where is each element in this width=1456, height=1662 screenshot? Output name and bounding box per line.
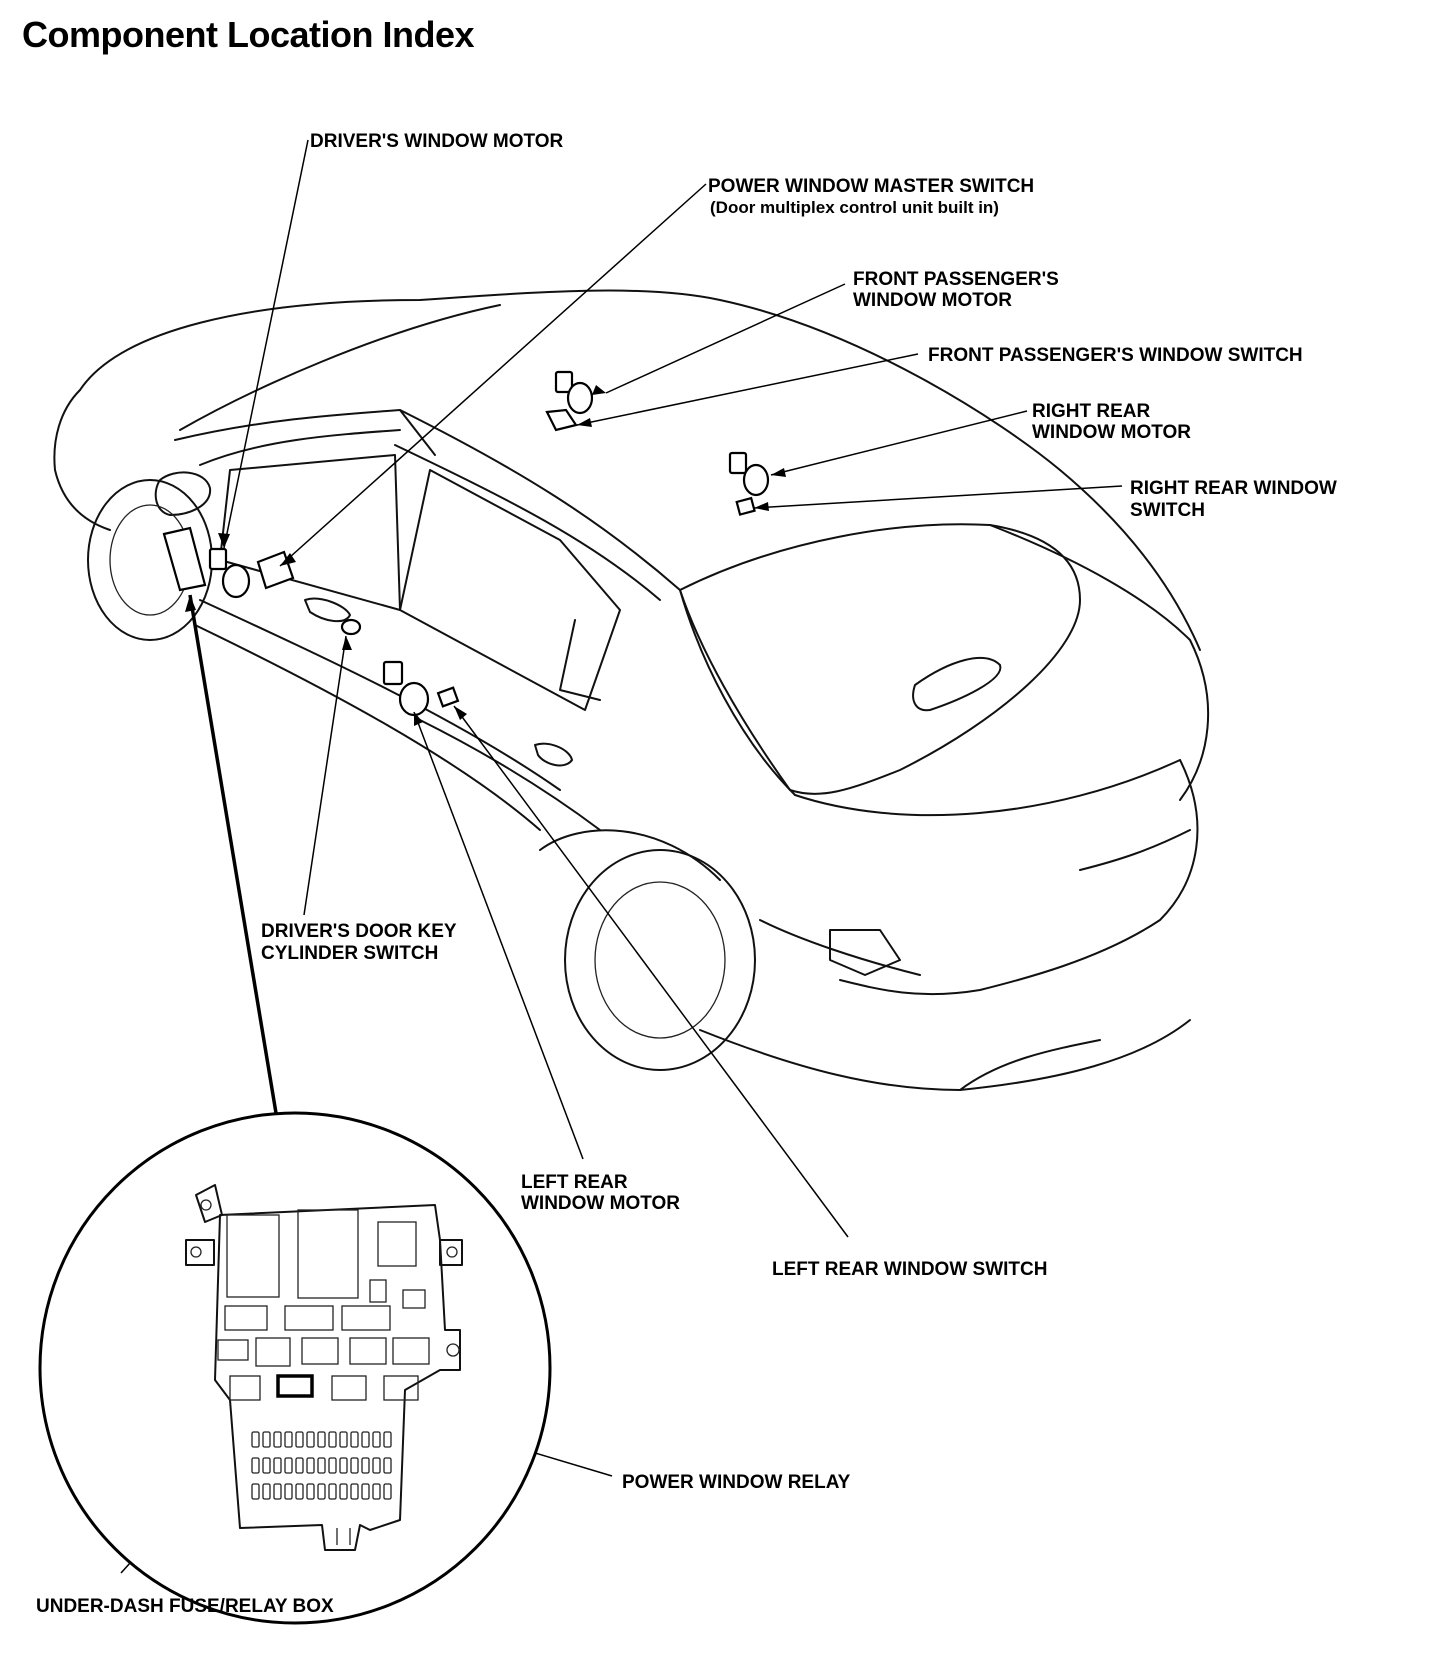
fuse-slot [372,1457,381,1474]
label-left-rear-window-switch: LEFT REAR WINDOW SWITCH [772,1259,1047,1280]
label-front-passenger-window-motor-2: WINDOW MOTOR [853,290,1012,311]
components [162,370,770,717]
fuse-slot [350,1483,359,1500]
fuse-slot [350,1431,359,1448]
fuse-slot [273,1483,282,1500]
labels: DRIVER'S WINDOW MOTOR POWER WINDOW MASTE… [36,131,1337,1617]
fuse-slot [350,1457,359,1474]
fuse-slot [306,1431,315,1448]
fuse-slot [251,1483,260,1500]
fuse-slot [295,1457,304,1474]
front-passenger-window-switch-part [545,408,578,432]
fuse-slot [383,1483,392,1500]
fuse-slot [295,1431,304,1448]
page-title: Component Location Index [22,14,475,55]
front-passenger-window-motor-part [554,370,574,394]
right-rear-window-motor-part [728,451,748,475]
label-power-window-relay: POWER WINDOW RELAY [622,1472,851,1493]
fuse-grid [251,1431,392,1500]
fuse-slot [273,1457,282,1474]
left-rear-window-switch-part [436,686,460,708]
power-window-relay-part [276,1374,314,1398]
label-drivers-window-motor: DRIVER'S WINDOW MOTOR [310,131,564,152]
fuse-slot [383,1431,392,1448]
fuse-slot [251,1431,260,1448]
fuse-slot [383,1457,392,1474]
fuse-slot [361,1431,370,1448]
label-right-rear-window-switch-2: SWITCH [1130,500,1205,521]
fuse-slot [328,1457,337,1474]
left-rear-window-motor-part [382,660,404,686]
fuse-slot [372,1483,381,1500]
fuse-slot [339,1457,348,1474]
fuse-slot [284,1431,293,1448]
label-front-passenger-window-motor-1: FRONT PASSENGER'S [853,269,1059,290]
fuse-slot [251,1457,260,1474]
key-cylinder-part [340,618,362,636]
fuse-slot [372,1431,381,1448]
right-rear-window-switch-part [735,496,756,516]
label-right-rear-window-motor-1: RIGHT REAR [1032,401,1151,422]
label-right-rear-window-switch-1: RIGHT REAR WINDOW [1130,478,1337,499]
fuse-slot [328,1431,337,1448]
drivers-window-motor-part [208,547,228,571]
fuse-slot [262,1483,271,1500]
label-key-cylinder-switch-1: DRIVER'S DOOR KEY [261,921,457,942]
label-left-rear-window-motor-2: WINDOW MOTOR [521,1193,680,1214]
car-illustration [53,289,1210,1091]
fuse-slot [262,1431,271,1448]
fuse-slot [317,1431,326,1448]
fuse-slot [328,1483,337,1500]
label-right-rear-window-motor-2: WINDOW MOTOR [1032,422,1191,443]
fuse-slot [361,1483,370,1500]
fuse-slot [273,1431,282,1448]
fuse-slot [339,1483,348,1500]
label-left-rear-window-motor-1: LEFT REAR [521,1172,628,1193]
label-master-switch-note: (Door multiplex control unit built in) [710,198,999,217]
fuse-box-location-marker [162,526,207,592]
fuse-slot [317,1457,326,1474]
label-front-passenger-window-switch: FRONT PASSENGER'S WINDOW SWITCH [928,345,1303,366]
fuse-slot [361,1457,370,1474]
fuse-relay-box-inset [38,1111,552,1625]
fuse-slot [306,1483,315,1500]
fuse-slot [306,1457,315,1474]
fuse-slot [317,1483,326,1500]
label-power-window-master-switch: POWER WINDOW MASTER SWITCH [708,176,1034,197]
label-key-cylinder-switch-2: CYLINDER SWITCH [261,943,438,964]
fuse-slot [284,1457,293,1474]
fuse-slot [284,1483,293,1500]
label-under-dash-fuse-relay-box: UNDER-DASH FUSE/RELAY BOX [36,1596,334,1617]
fuse-slot [262,1457,271,1474]
fuse-slot [339,1431,348,1448]
fuse-slot [295,1483,304,1500]
